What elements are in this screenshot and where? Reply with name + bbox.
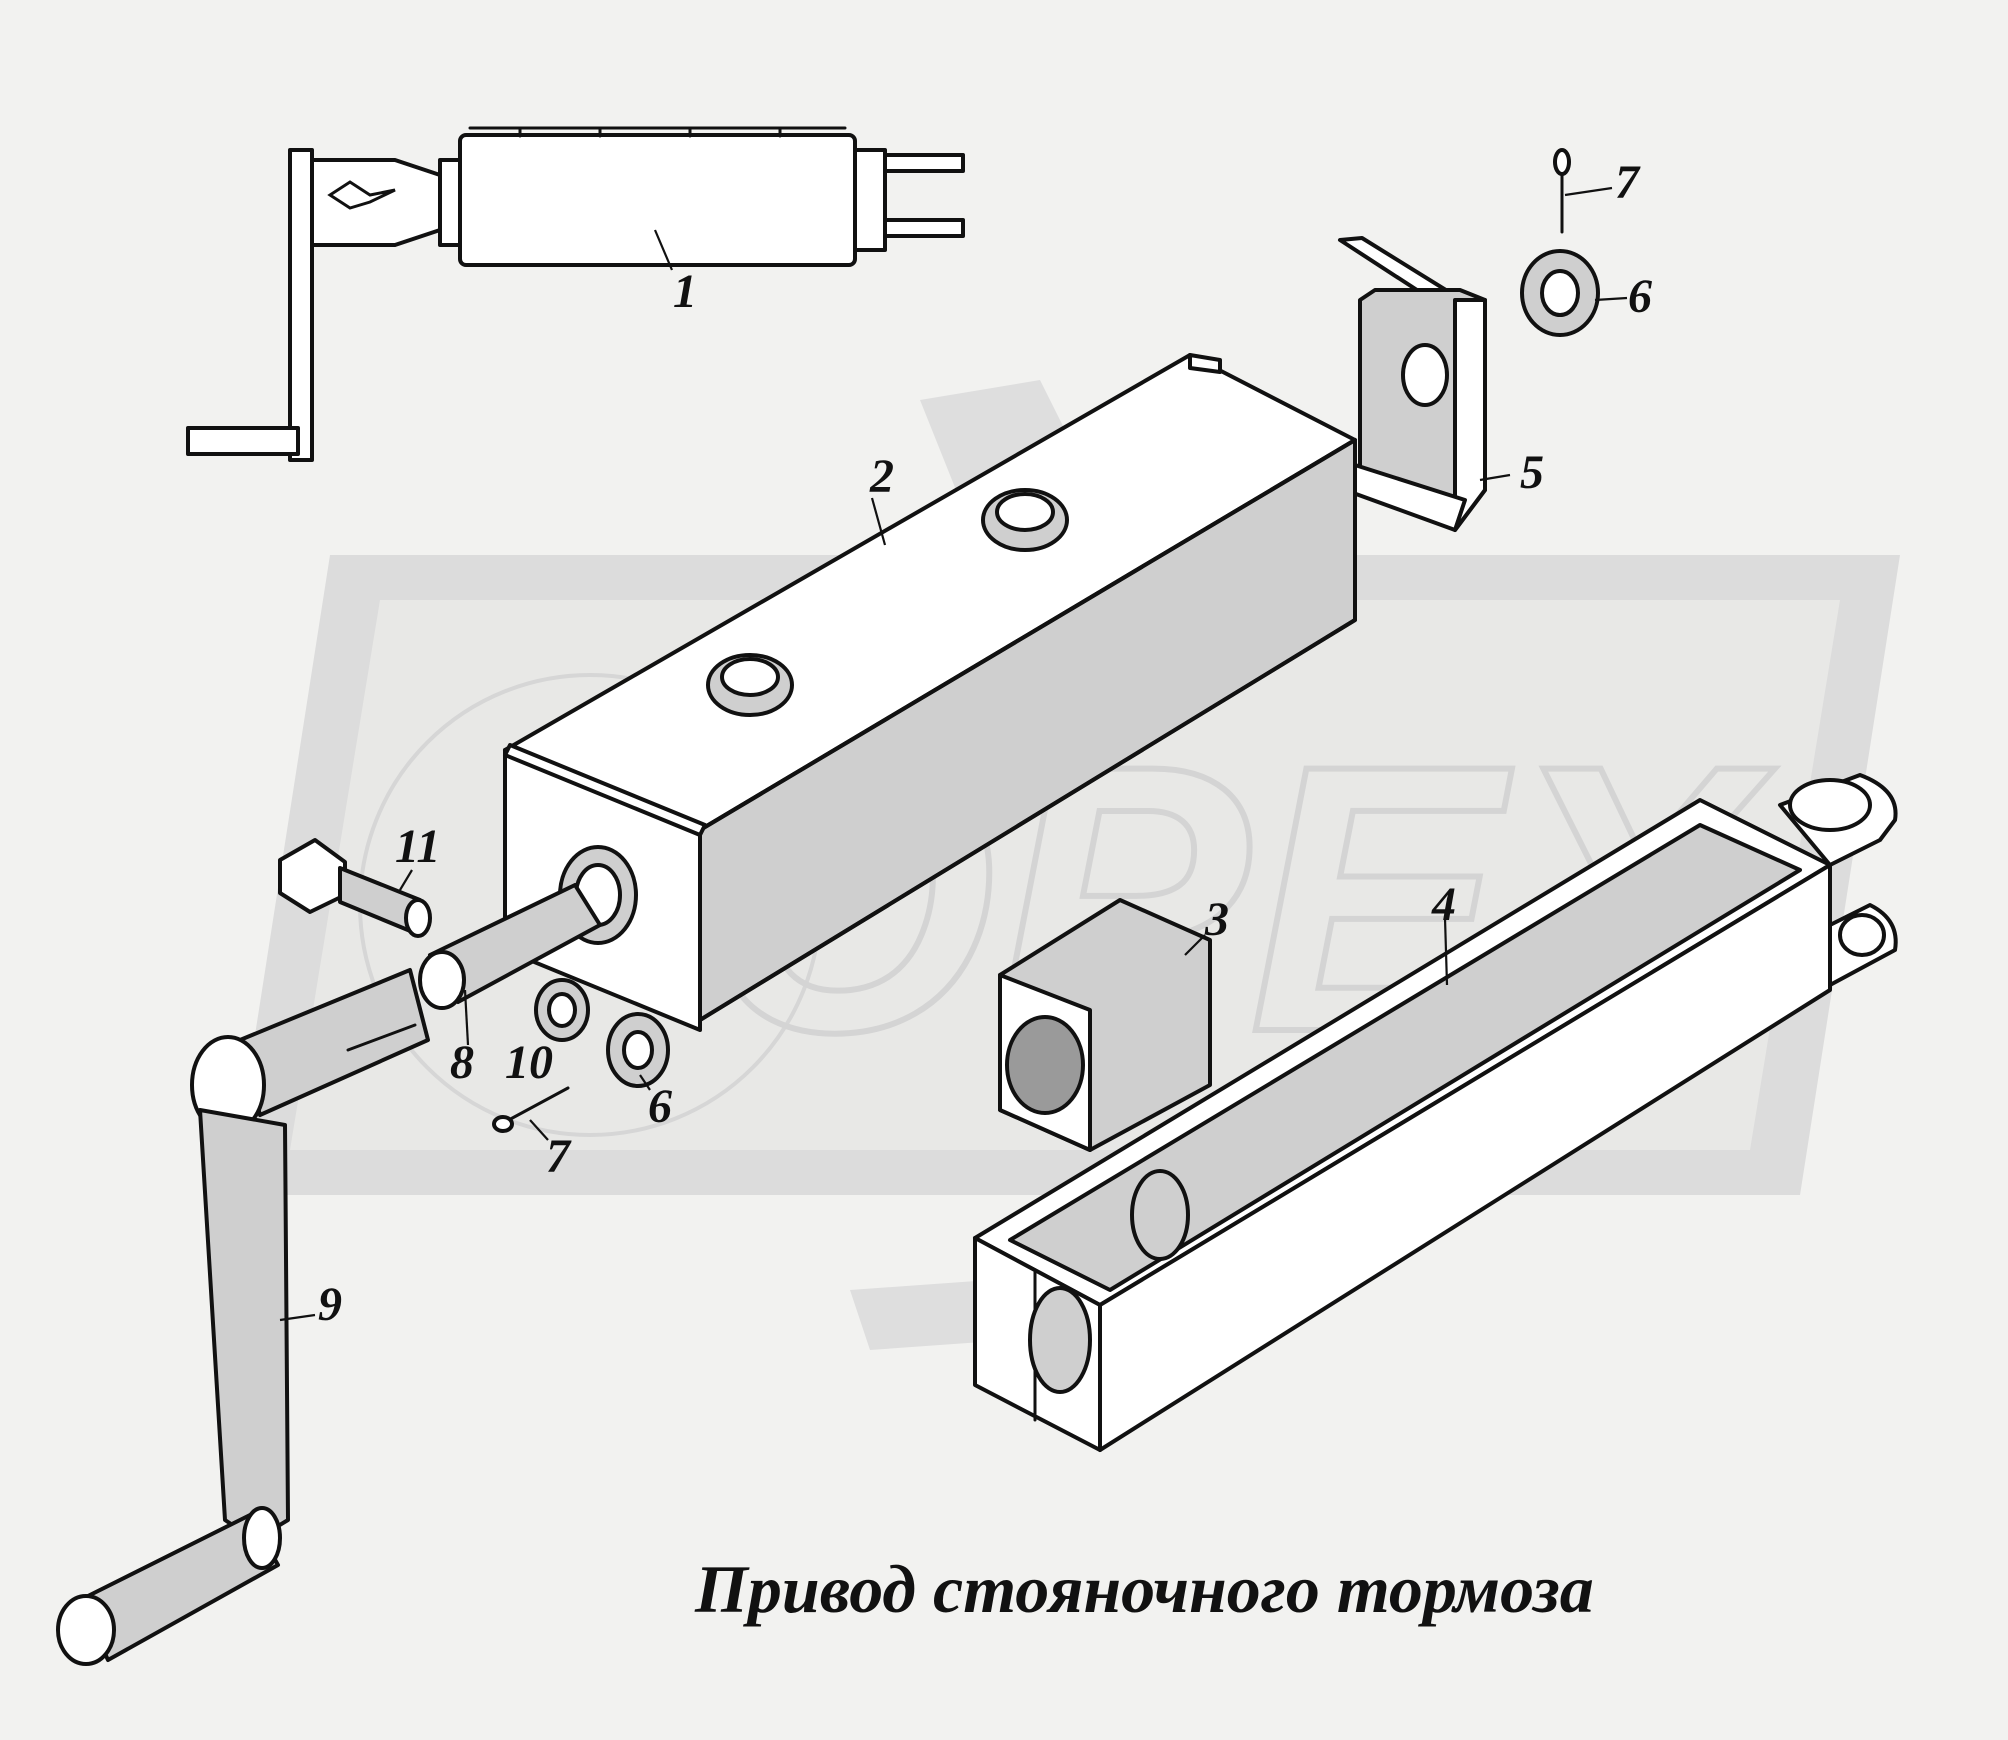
callout-4: 4 bbox=[1431, 878, 1456, 931]
callout-5: 5 bbox=[1520, 446, 1544, 499]
part-1-assembled-drive bbox=[186, 126, 965, 462]
part-6-castle-nut-top bbox=[1520, 249, 1628, 337]
part-6-castle-nut-bottom bbox=[606, 1012, 670, 1091]
diagram-caption: Привод стояночного тормоза bbox=[694, 1551, 1594, 1627]
callout-3: 3 bbox=[1204, 893, 1229, 946]
callout-7-bottom: 7 bbox=[546, 1130, 572, 1183]
part-11-bolt bbox=[278, 838, 432, 938]
part-3-nut-block bbox=[998, 898, 1212, 1152]
callout-6-bottom: 6 bbox=[648, 1080, 672, 1133]
callout-2: 2 bbox=[869, 450, 894, 503]
watermark-gear-tooth bbox=[850, 1280, 1010, 1350]
callout-10: 10 bbox=[505, 1036, 553, 1089]
callout-7-top: 7 bbox=[1615, 156, 1641, 209]
part-4-channel bbox=[973, 773, 1898, 1452]
callout-8: 8 bbox=[450, 1036, 474, 1089]
part-5-bracket bbox=[1338, 236, 1511, 532]
part-8-shaft bbox=[418, 883, 602, 1046]
part-10-washer bbox=[534, 978, 590, 1042]
part-2-housing bbox=[503, 353, 1357, 1032]
callout-9: 9 bbox=[318, 1278, 342, 1331]
callout-1: 1 bbox=[673, 265, 697, 318]
callout-6-top: 6 bbox=[1628, 270, 1652, 323]
part-9-crank-handle bbox=[56, 968, 430, 1666]
part-7-cotter-pin-bottom bbox=[492, 1086, 570, 1141]
part-7-cotter-pin-top bbox=[1553, 148, 1613, 234]
callout-11: 11 bbox=[395, 820, 440, 873]
